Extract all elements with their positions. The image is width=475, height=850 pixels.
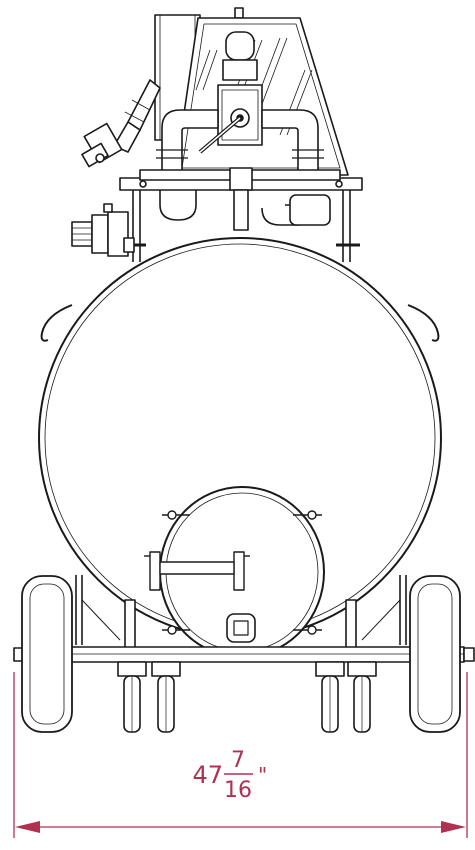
caster-wheels — [117, 661, 377, 733]
width-dimension: 47 7 16 " — [13, 672, 468, 838]
dimension-numerator: 7 — [231, 748, 245, 773]
pump-assembly — [119, 7, 363, 262]
arrowhead-left — [15, 821, 40, 833]
arrowhead-right — [441, 821, 466, 833]
dimension-whole: 47 — [192, 761, 223, 789]
left-hose-coupling — [71, 79, 161, 257]
dimension-unit: " — [258, 763, 267, 787]
manway-lid — [144, 486, 325, 658]
outer-wheels — [21, 575, 461, 733]
dimension-denominator: 16 — [224, 778, 252, 803]
chassis-frame — [13, 575, 475, 663]
